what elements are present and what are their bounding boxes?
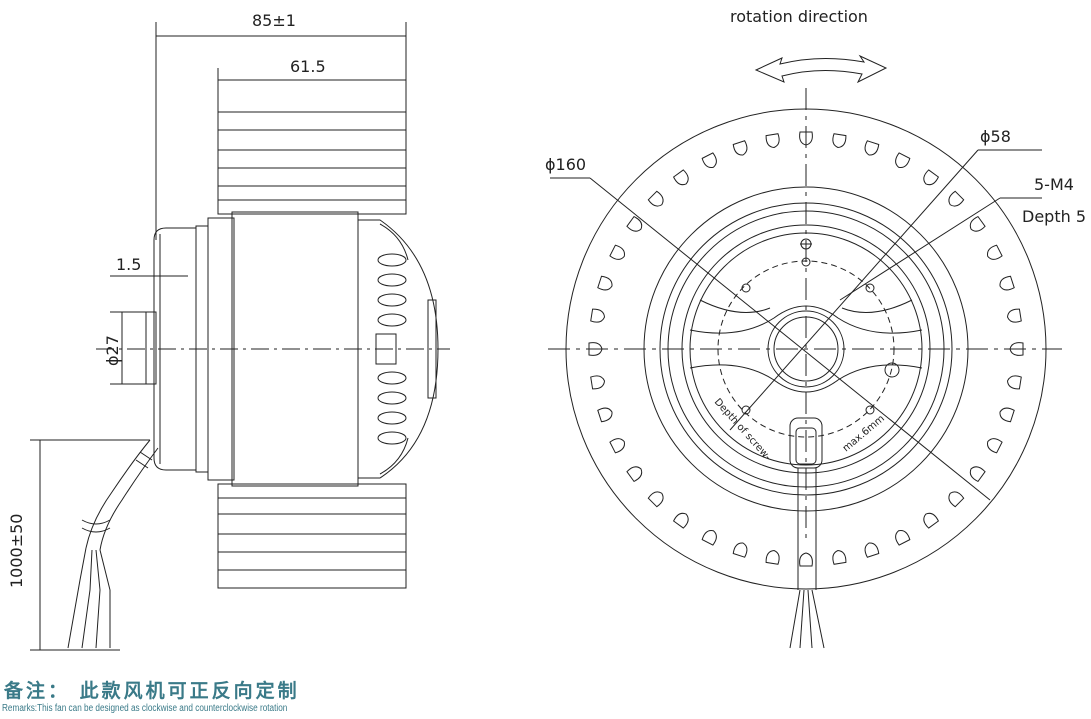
- vane-slot: [948, 190, 965, 207]
- vane-slot: [597, 407, 613, 423]
- vane-slot: [765, 133, 780, 149]
- vane-slot: [969, 215, 986, 232]
- vane-slot: [1009, 342, 1024, 356]
- vane-slot: [672, 169, 689, 186]
- vane-slot: [1006, 375, 1022, 390]
- vane-slot: [923, 512, 940, 529]
- vane-slot: [732, 140, 748, 156]
- vane-slot: [588, 342, 603, 356]
- side-view: [30, 22, 450, 651]
- dim-body-length: 61.5: [290, 57, 326, 76]
- hub-text-screw-depth: Depth of screw-: [712, 397, 773, 463]
- remark-english: Remarks:This fan can be designed as cloc…: [2, 703, 288, 714]
- vane-slot: [799, 552, 813, 567]
- dim-cable-length: 1000±50: [7, 514, 26, 588]
- vane-slot: [969, 466, 986, 483]
- vane-slot: [864, 542, 880, 558]
- vane-slot: [765, 549, 780, 565]
- vane-slot: [799, 131, 813, 146]
- vane-slot: [895, 530, 911, 546]
- vane-slot: [647, 190, 664, 207]
- remark-chinese: 备注： 此款风机可正反向定制: [4, 680, 300, 702]
- dim-screw-depth: Depth 5: [1022, 207, 1086, 226]
- vane-slot: [987, 438, 1003, 454]
- vane-slot: [895, 152, 911, 168]
- vane-slot: [1006, 308, 1022, 323]
- vane-slot: [864, 140, 880, 156]
- vane-slot: [626, 466, 643, 483]
- vane-slot: [923, 169, 940, 186]
- vane-slot: [609, 244, 625, 260]
- vane-slot: [609, 438, 625, 454]
- dim-outer-diameter: ϕ160: [545, 155, 586, 174]
- impeller-vanes: [588, 131, 1024, 567]
- dim-flange-thickness: 1.5: [116, 255, 141, 274]
- vane-slot: [999, 275, 1015, 291]
- vane-slot: [701, 152, 717, 168]
- vane-slot: [732, 542, 748, 558]
- vane-slot: [701, 530, 717, 546]
- vane-slot: [672, 512, 689, 529]
- vane-slot: [832, 549, 847, 565]
- rotation-direction-label: rotation direction: [730, 7, 868, 26]
- dim-overall-length: 85±1: [252, 11, 296, 30]
- vane-slot: [832, 133, 847, 149]
- vane-slot: [597, 275, 613, 291]
- vane-slot: [948, 491, 965, 508]
- front-view: [548, 54, 1062, 649]
- vane-slot: [590, 375, 606, 390]
- dim-screw-spec: 5-M4: [1034, 175, 1074, 194]
- vane-slot: [647, 491, 664, 508]
- vane-slot: [999, 407, 1015, 423]
- vane-slot: [987, 244, 1003, 260]
- dim-shaft-diameter: ϕ27: [103, 335, 122, 366]
- vane-slot: [590, 308, 606, 323]
- vane-slot: [626, 215, 643, 232]
- dim-hub-diameter: ϕ58: [980, 127, 1011, 146]
